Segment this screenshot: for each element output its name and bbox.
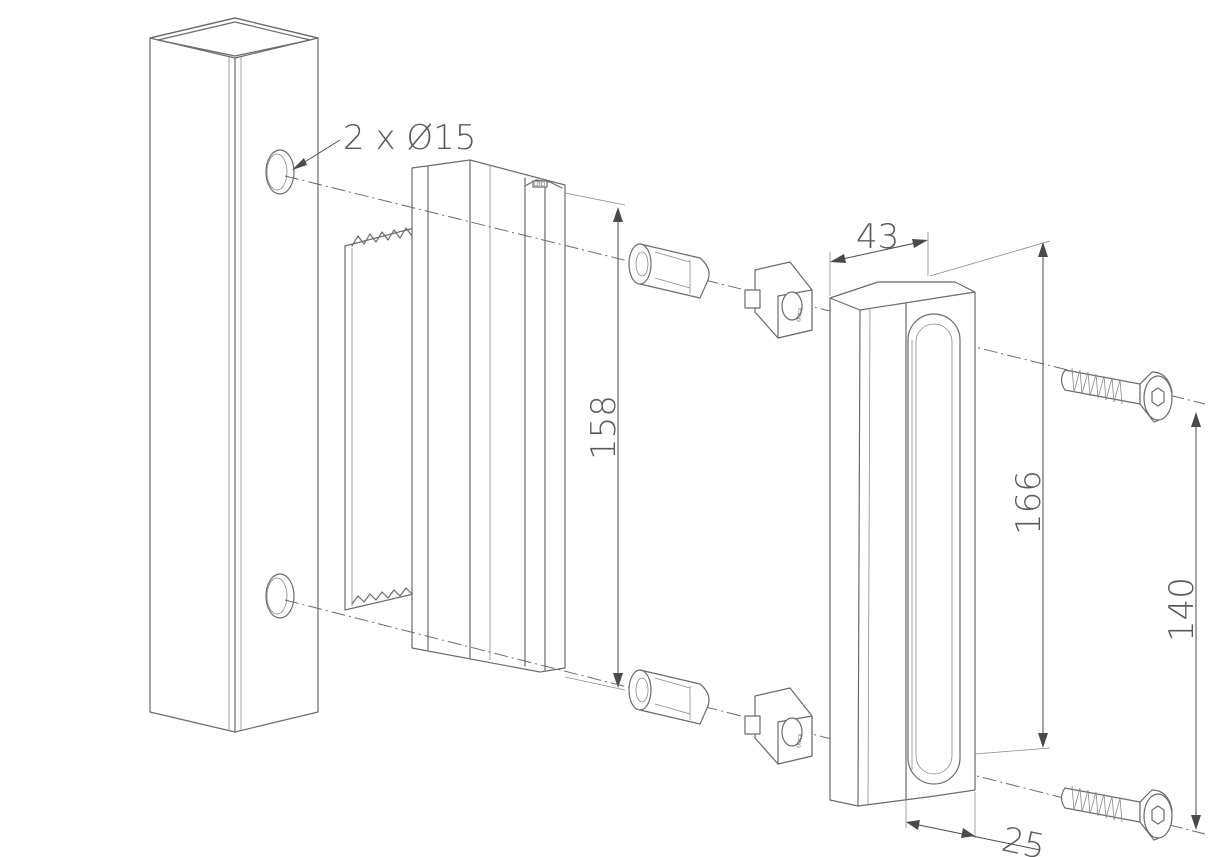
dim-166: 166	[929, 240, 1051, 755]
dim-25-label: 25	[998, 820, 1049, 857]
sleeve-bottom	[628, 669, 710, 725]
square-post	[149, 17, 319, 733]
screw-top	[1060, 367, 1173, 423]
insert-bottom: ONCE	[744, 687, 813, 765]
dim-140: 140	[1162, 412, 1202, 830]
dim-158-label: 158	[584, 395, 624, 460]
sleeve-top	[628, 243, 710, 299]
dim-25: 25	[905, 792, 1049, 857]
lock-body: LOCI	[411, 159, 566, 673]
holes-label: 2 x Ø15	[343, 118, 476, 158]
screw-bottom	[1060, 785, 1173, 841]
insert-top-marking: ONCE	[796, 307, 804, 322]
dim-166-label: 166	[1009, 470, 1049, 535]
insert-bottom-marking: ONCE	[796, 733, 804, 748]
holes-annotation: 2 x Ø15	[292, 118, 476, 170]
insert-top: ONCE	[744, 261, 813, 339]
dim-43: 43	[829, 217, 929, 296]
lock-marking: LOCI	[534, 182, 546, 188]
dim-43-label: 43	[856, 217, 899, 257]
pull-handle	[829, 281, 976, 807]
dim-158: 158	[564, 192, 626, 691]
rack-plate	[344, 225, 423, 611]
dim-140-label: 140	[1162, 577, 1202, 642]
